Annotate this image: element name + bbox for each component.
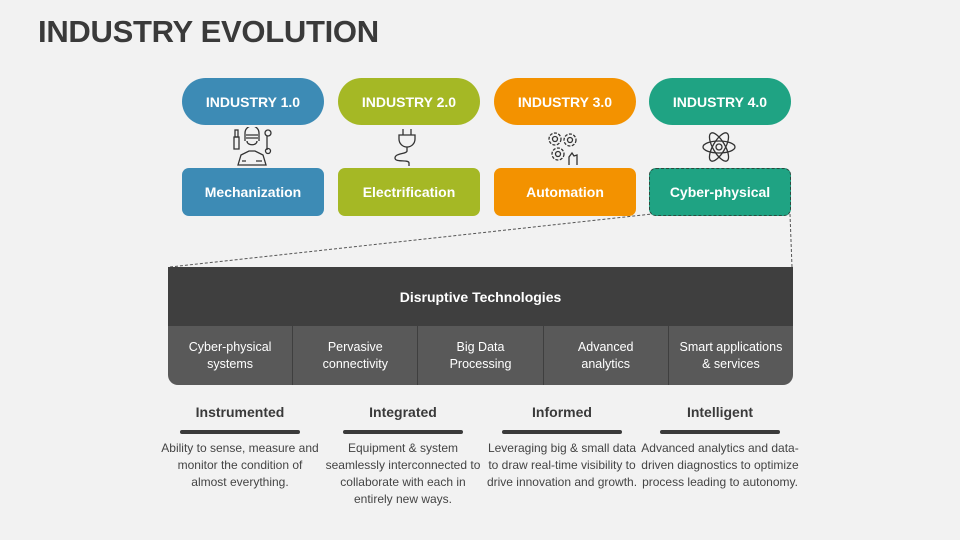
cyber-physical-box: Cyber-physical	[649, 168, 791, 216]
quality-instrumented: Instrumented Ability to sense, measure a…	[160, 404, 320, 491]
quality-intelligent: Intelligent Advanced analytics and data-…	[640, 404, 800, 491]
technology-cell: Cyber-physical systems	[168, 326, 294, 385]
quality-title: Instrumented	[195, 404, 285, 420]
quality-description: Advanced analytics and data-driven diagn…	[641, 441, 799, 489]
electric-plug-icon	[394, 129, 416, 166]
page-title: INDUSTRY EVOLUTION	[38, 14, 379, 49]
industry-2-pill: INDUSTRY 2.0	[338, 78, 480, 125]
quality-description: Equipment & system seamlessly interconne…	[325, 441, 481, 506]
quality-title: Integrated	[369, 404, 437, 420]
disruptive-technologies-panel: Disruptive Technologies Cyber-physical s…	[168, 267, 793, 385]
quality-informed: Informed Leveraging big & small data to …	[482, 404, 642, 491]
mechanic-with-tools-icon	[233, 127, 272, 166]
quality-title: Informed	[532, 404, 592, 420]
quality-description: Leveraging big & small data to draw real…	[486, 441, 638, 489]
electrification-box: Electrification	[338, 168, 480, 216]
divider	[660, 430, 780, 434]
quality-integrated: Integrated Equipment & system seamlessly…	[323, 404, 483, 508]
technology-cell: Smart applications & services	[679, 339, 783, 371]
technology-row: Cyber-physical systems Pervasive connect…	[168, 326, 793, 385]
divider	[180, 430, 300, 434]
quality-title: Intelligent	[686, 404, 754, 420]
atom-icon	[702, 132, 736, 162]
automation-box: Automation	[494, 168, 636, 216]
industry-1-pill: INDUSTRY 1.0	[182, 78, 324, 125]
gears-with-hand-icon	[548, 132, 578, 165]
technology-cell: Big Data Processing	[418, 326, 544, 385]
panel-title: Disruptive Technologies	[168, 267, 793, 326]
quality-description: Ability to sense, measure and monitor th…	[161, 441, 319, 489]
technology-cell: Pervasive connectivity	[293, 326, 419, 385]
mechanization-box: Mechanization	[182, 168, 324, 216]
technology-cell: Advanced analytics	[544, 326, 669, 385]
industry-4-pill: INDUSTRY 4.0	[649, 78, 791, 125]
divider	[502, 430, 622, 434]
industry-3-pill: INDUSTRY 3.0	[494, 78, 636, 125]
divider	[343, 430, 463, 434]
